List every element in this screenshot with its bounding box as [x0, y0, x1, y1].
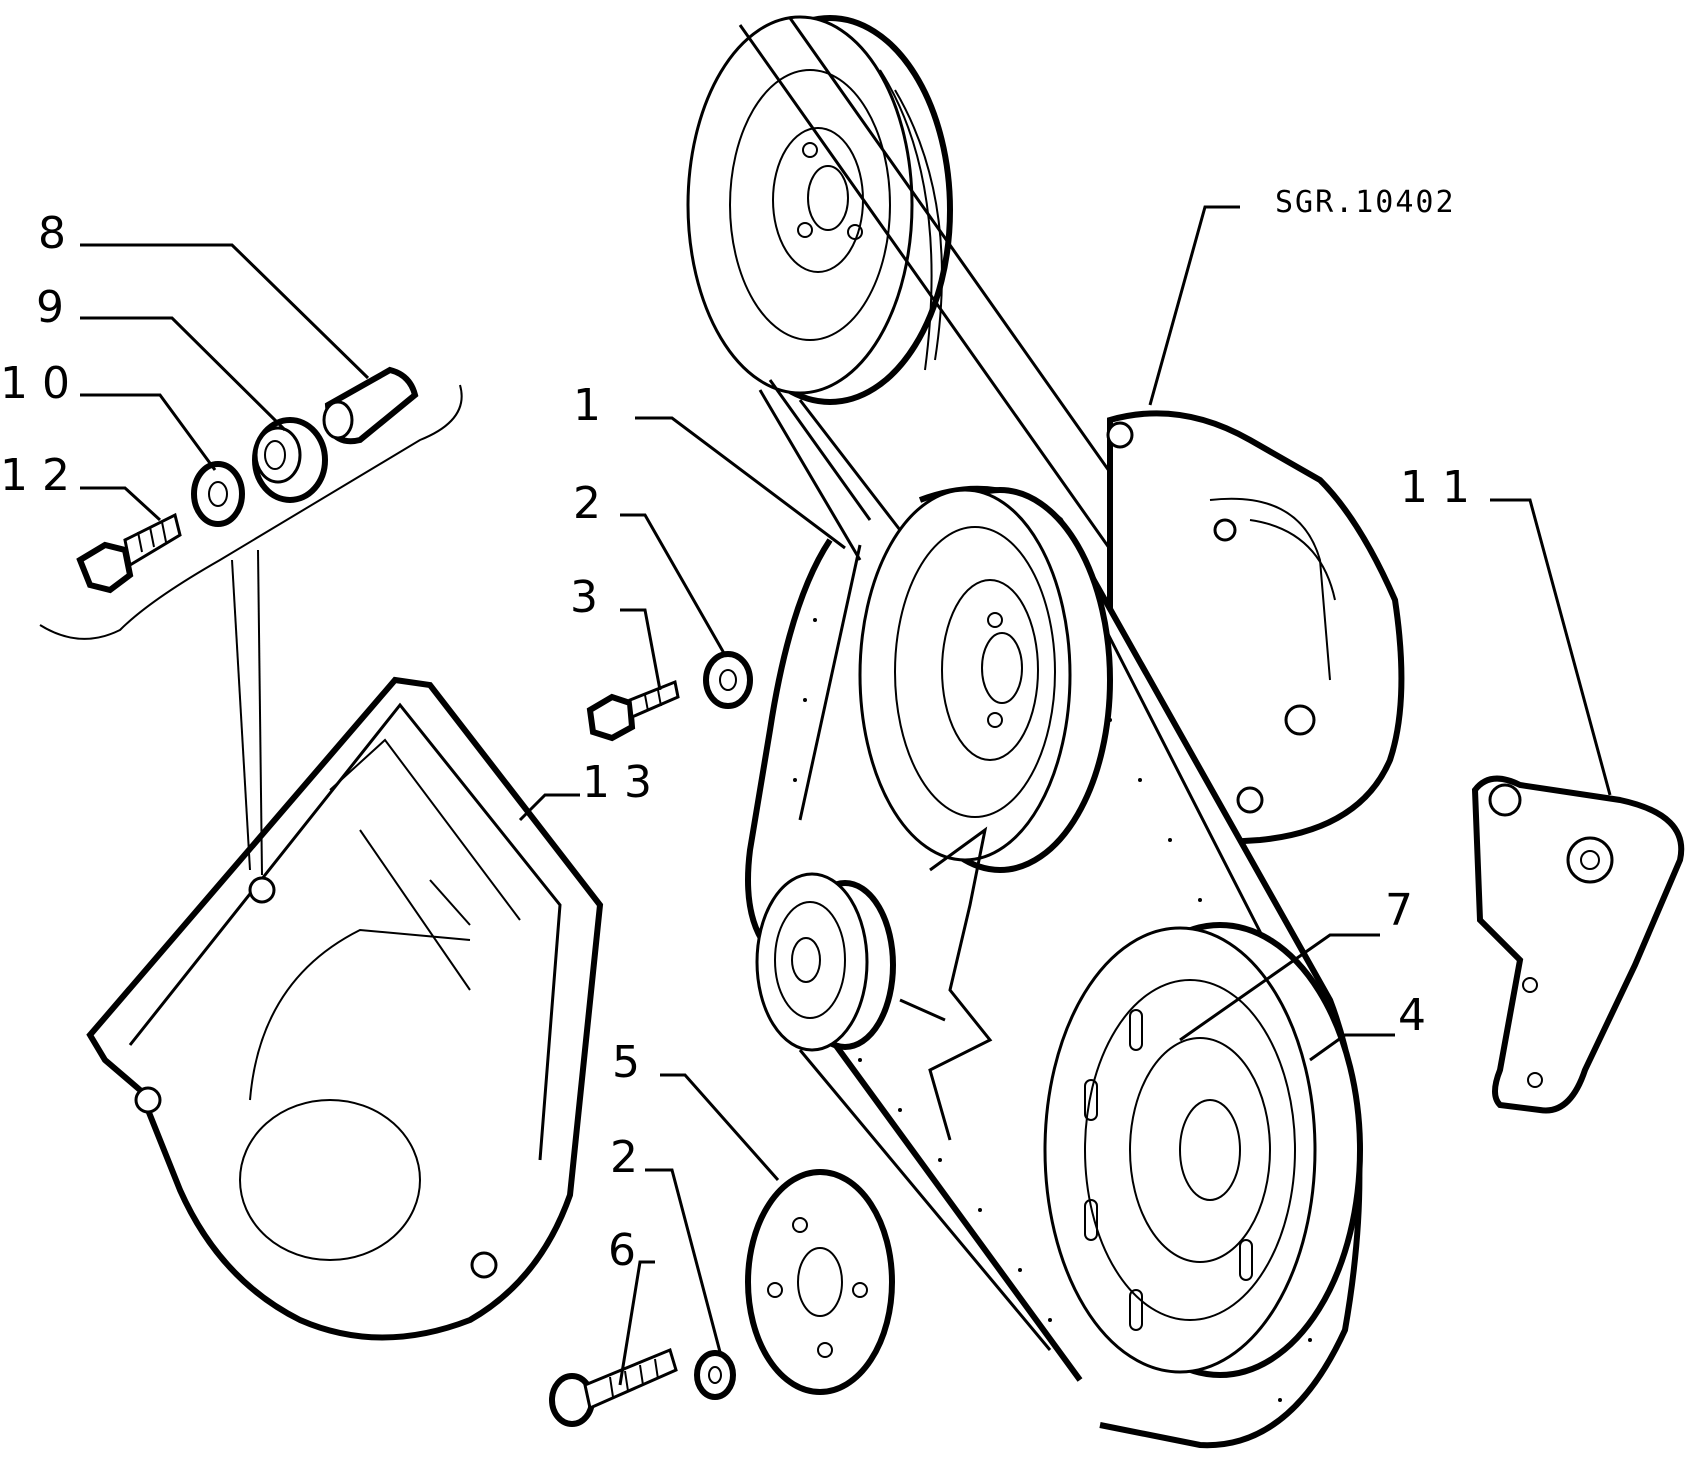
callout-12: 12	[0, 450, 84, 501]
middle-pulley	[858, 487, 1113, 873]
callout-1: 1	[573, 380, 615, 431]
hex-bolt-3	[586, 679, 680, 742]
socket-bolt-6	[549, 1347, 678, 1427]
callout-labels: 8 9 10 12 1 2 3 13 11 7 4 5 2 6 SGR.1040…	[0, 185, 1484, 1276]
callout-10: 10	[0, 358, 84, 409]
flat-washer-2a	[703, 651, 753, 709]
timing-cover	[86, 676, 604, 1341]
callout-2-lower: 2	[610, 1132, 652, 1183]
callout-5: 5	[612, 1037, 654, 1088]
callout-13: 13	[582, 757, 666, 808]
engine-bracket	[899, 826, 993, 1141]
reference-code: SGR.10402	[1275, 185, 1456, 220]
callout-7: 7	[1385, 885, 1427, 936]
callout-3: 3	[570, 572, 612, 623]
rubber-bush	[252, 417, 328, 503]
callout-9: 9	[36, 282, 78, 333]
idler-pulley	[755, 872, 896, 1052]
detail-bubble	[39, 384, 463, 876]
crank-pulley	[1043, 922, 1363, 1378]
callout-11: 11	[1400, 462, 1484, 513]
callout-8: 8	[38, 208, 80, 259]
flat-washer-upper	[191, 461, 245, 527]
spacer-sleeve	[322, 366, 419, 445]
callout-6: 6	[608, 1225, 650, 1276]
upper-pulley	[686, 15, 953, 405]
leader-lines	[80, 205, 1612, 1386]
flat-washer-2b	[694, 1350, 736, 1400]
callout-2-upper: 2	[573, 478, 615, 529]
damper-disc	[745, 1169, 895, 1395]
hex-bolt-upper	[76, 512, 182, 594]
callout-4: 4	[1398, 990, 1440, 1041]
tensioner-bracket	[1471, 775, 1685, 1114]
